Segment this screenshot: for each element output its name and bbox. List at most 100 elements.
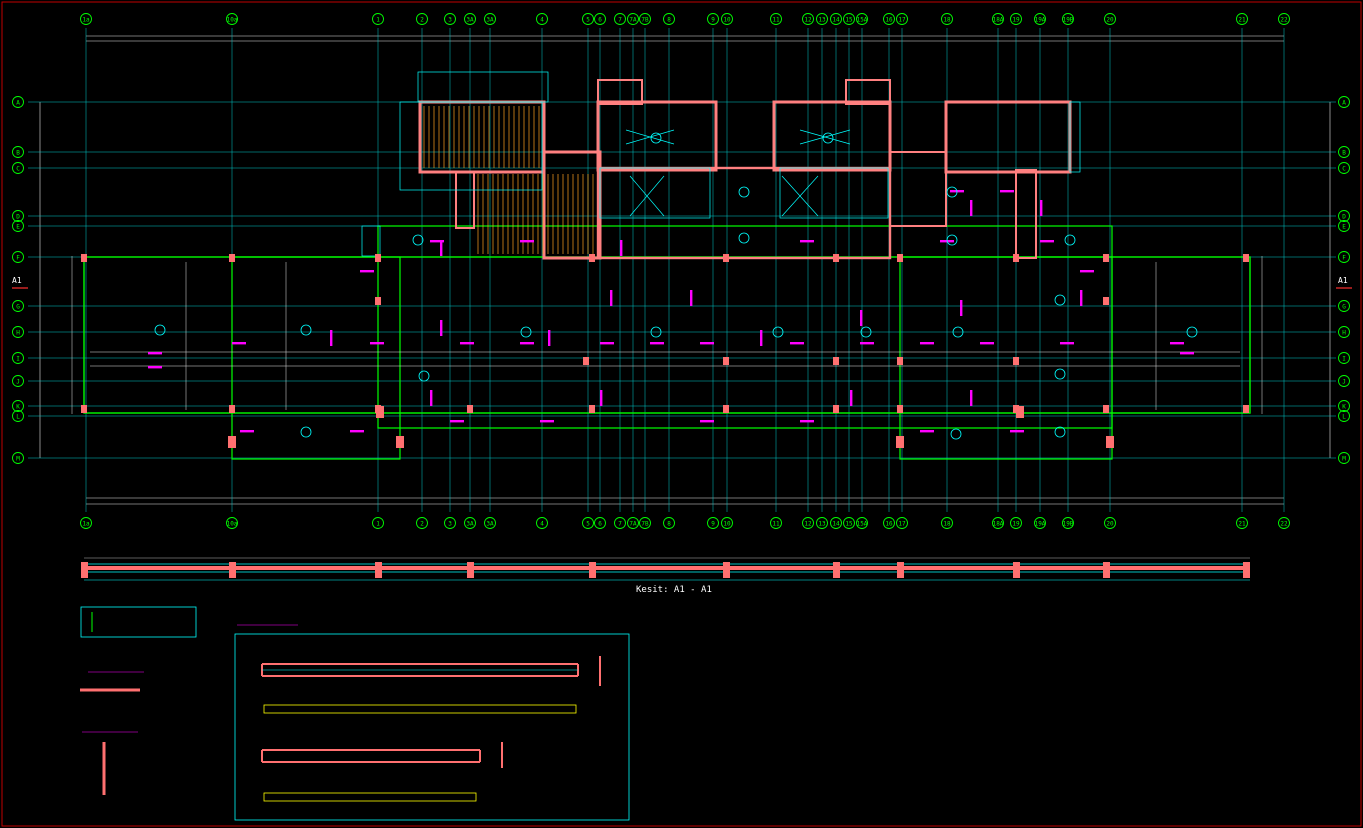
grid-bubble-x-label: 3 <box>448 521 452 528</box>
grid-bubble-x <box>856 517 868 529</box>
grid-bubble-y <box>1338 162 1350 174</box>
rebar-label <box>970 390 973 406</box>
grid-bubble-y <box>12 220 24 232</box>
grid-bubble-x-label: 1 <box>376 521 380 528</box>
room-tag <box>860 326 872 338</box>
grid-bubble-x <box>226 517 238 529</box>
slab-lines <box>71 256 1263 414</box>
grid-bubble-x-label: 12 <box>804 17 812 24</box>
grid-bubble-x-label: 10 <box>723 521 731 528</box>
grid-bubble-x-label: 10a <box>227 521 238 528</box>
grid-bubble-x-label: 17 <box>898 17 906 24</box>
rebar-label <box>600 390 603 406</box>
grid-bubble-x-label: 1a <box>82 521 90 528</box>
section-title: Kesit: A1 - A1 <box>636 585 712 595</box>
rebar-label <box>430 390 433 406</box>
grid-bubble-x <box>830 13 842 25</box>
grid-bubble-x-label: 11 <box>772 521 780 528</box>
grid-bubble-x-label: 18 <box>943 521 951 528</box>
rebar-label <box>1060 342 1074 345</box>
grid-bubble-y <box>1338 375 1350 387</box>
grid-bubble-x-label: 19B <box>1063 17 1074 24</box>
room-tag <box>650 132 662 144</box>
grid-bubble-x-label: 7 <box>618 17 622 24</box>
grid-bubble-y-label: F <box>1342 255 1346 262</box>
grid-bubble-y <box>1338 220 1350 232</box>
grid-bubble-x-label: 11 <box>772 17 780 24</box>
column <box>833 405 839 413</box>
grid-bubble-x-label: 8 <box>667 521 671 528</box>
rebar-label <box>430 240 444 243</box>
grid-bubble-x <box>1062 13 1074 25</box>
rebar-label <box>1000 190 1014 193</box>
grid-bubble-x <box>594 13 606 25</box>
grid-bubble-x-label: 6 <box>598 521 602 528</box>
grid-bubble-y <box>1338 326 1350 338</box>
grid-bubble-x <box>992 517 1004 529</box>
grid-bubble-y <box>12 410 24 422</box>
grid-bubble-y-label: K <box>16 404 20 411</box>
rebar-label <box>370 342 384 345</box>
grid-bubble-y-label: I <box>1342 356 1346 363</box>
grid-bubble-y-label: B <box>16 150 20 157</box>
rebar-label <box>548 330 551 346</box>
grid-bubble-x <box>816 13 828 25</box>
grid-bubble-x-label: 22 <box>1280 17 1288 24</box>
grid-bubble-x <box>721 517 733 529</box>
grid-bubble-x-label: 21 <box>1238 17 1246 24</box>
room-tag <box>1054 426 1066 438</box>
column <box>1243 254 1249 262</box>
grid-bubble-x <box>416 13 428 25</box>
rebar-label <box>690 290 693 306</box>
rebar-label <box>790 342 804 345</box>
section-mark-left: A1 <box>12 276 22 285</box>
grid-bubble-y-label: A <box>1342 100 1346 107</box>
grid-bubble-x <box>1278 13 1290 25</box>
room-tag <box>738 232 750 244</box>
grid-bubble-x-label: 4 <box>540 17 544 24</box>
grid-bubble-x-label: 20 <box>1106 17 1114 24</box>
column <box>897 254 903 262</box>
grid-bubble-x-label: 5 <box>586 17 590 24</box>
rebar-label <box>330 330 333 346</box>
rebar-label <box>440 320 443 336</box>
grid-bubble-x-label: 17 <box>898 521 906 528</box>
grid-bubble-y <box>12 300 24 312</box>
grid-bubble-y-label: J <box>16 379 20 386</box>
rebar-label <box>350 430 364 433</box>
grid-bubble-x-label: 14 <box>832 521 840 528</box>
grid-bubble-x <box>802 13 814 25</box>
rebar-label <box>920 342 934 345</box>
rebar-label <box>980 342 994 345</box>
grid-bubble-x <box>372 13 384 25</box>
grid-bubble-x-label: 13 <box>818 521 826 528</box>
grid-bubble-x <box>627 13 639 25</box>
grid-bubble-x <box>1278 517 1290 529</box>
grid-bubble-x-label: 3A <box>466 17 474 24</box>
section-column <box>375 562 382 578</box>
column <box>396 436 404 448</box>
grid-bubble-x <box>582 13 594 25</box>
grid-bubble-x <box>582 517 594 529</box>
column <box>896 436 904 448</box>
grid-bubble-x-label: 7 <box>618 521 622 528</box>
rebar-label <box>920 430 934 433</box>
grid-bubble-x-label: 1a <box>82 17 90 24</box>
grid-bubble-x <box>770 13 782 25</box>
grid-lines-vertical <box>85 28 1285 512</box>
rebar-label <box>860 310 863 326</box>
rebar-label <box>148 352 162 355</box>
grid-bubble-y <box>1338 210 1350 222</box>
grid-bubble-x <box>1104 13 1116 25</box>
grid-bubble-x <box>707 13 719 25</box>
grid-bubble-y <box>12 162 24 174</box>
grid-bubble-x <box>1104 517 1116 529</box>
rebar-label <box>232 342 246 345</box>
room-tag <box>1064 234 1076 246</box>
grid-bubble-x <box>707 517 719 529</box>
grid-bubble-x <box>1034 13 1046 25</box>
rebar-label <box>148 366 162 369</box>
grid-bubble-y <box>1338 300 1350 312</box>
grid-bubble-x-label: 5 <box>586 521 590 528</box>
